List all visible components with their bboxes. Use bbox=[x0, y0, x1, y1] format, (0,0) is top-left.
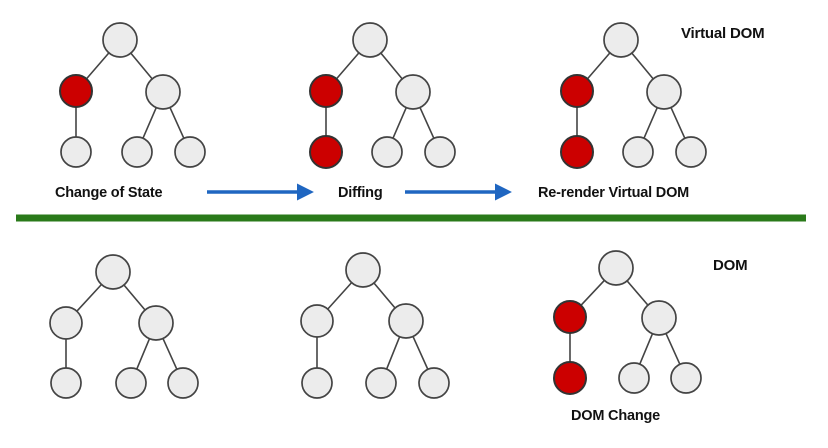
virtual-dom-rerendered-edge-root-right bbox=[630, 51, 655, 81]
dom-initial-node-left-child bbox=[50, 367, 82, 399]
dom-unchanged-edge-root-left bbox=[326, 281, 354, 311]
virtual-dom-diffing-node-right-child-a bbox=[371, 136, 403, 168]
virtual-dom-initial-node-left-highlighted bbox=[59, 74, 93, 108]
virtual-dom-diffing-edge-root-left bbox=[334, 51, 361, 81]
virtual-dom-diffing-edge-right-right-child-a bbox=[391, 105, 408, 140]
virtual-dom-initial-node-left-child bbox=[60, 136, 92, 168]
virtual-dom-rerendered-edge-right-right-child-b bbox=[669, 105, 687, 141]
label-dom-change: DOM Change bbox=[571, 408, 661, 424]
dom-initial-node-right-child-b bbox=[167, 367, 199, 399]
virtual-dom-rerendered-edge-root-left bbox=[585, 51, 612, 81]
dom-unchanged-edge-right-right-child-a bbox=[385, 335, 401, 371]
dom-changed-node-right-child-a bbox=[618, 362, 650, 394]
dom-changed-node-left-child-highlighted bbox=[553, 361, 587, 395]
dom-unchanged-node-root bbox=[345, 252, 381, 288]
virtual-dom-diffing-node-right bbox=[395, 74, 431, 110]
virtual-dom-initial-edge-right-right-child-a bbox=[141, 105, 158, 140]
dom-changed-node-right bbox=[641, 300, 677, 336]
dom-initial-node-right-child-a bbox=[115, 367, 147, 399]
dom-initial-edge-right-right-child-b bbox=[161, 336, 179, 372]
virtual-dom-initial-edge-root-left bbox=[84, 51, 111, 81]
dom-initial-node-root bbox=[95, 254, 131, 290]
dom-initial-node-right bbox=[138, 305, 174, 341]
step-label-diffing: Diffing bbox=[338, 185, 383, 201]
step-label-change-of-state: Change of State bbox=[55, 185, 163, 201]
dom-unchanged-node-left-child bbox=[301, 367, 333, 399]
virtual-dom-initial-node-right-child-b bbox=[174, 136, 206, 168]
dom-initial-edge-root-right bbox=[122, 283, 147, 312]
virtual-dom-rerendered-node-right-child-a bbox=[622, 136, 654, 168]
dom-changed-node-root bbox=[598, 250, 634, 286]
dom-initial-node-left bbox=[49, 306, 83, 340]
dom-changed-edge-root-left bbox=[579, 278, 606, 307]
dom-unchanged-node-right bbox=[388, 303, 424, 339]
virtual-dom-rerendered-node-left-child-highlighted bbox=[560, 135, 594, 169]
dom-unchanged-node-right-child-a bbox=[365, 367, 397, 399]
tree-nodes-layer bbox=[49, 22, 707, 399]
dom-initial-edge-right-right-child-a bbox=[135, 336, 151, 371]
virtual-dom-diffing-node-left-highlighted bbox=[309, 74, 343, 108]
virtual-dom-diffing-node-left-child-highlighted bbox=[309, 135, 343, 169]
virtual-dom-initial-edge-right-right-child-b bbox=[168, 105, 186, 141]
virtual-dom-diffing-node-root bbox=[352, 22, 388, 58]
virtual-dom-initial-node-right-child-a bbox=[121, 136, 153, 168]
virtual-dom-diffing-edge-root-right bbox=[379, 51, 404, 81]
section-title-dom: DOM bbox=[713, 257, 748, 274]
dom-changed-edge-right-right-child-b bbox=[664, 331, 682, 367]
section-title-virtual-dom: Virtual DOM bbox=[681, 25, 765, 42]
virtual-dom-initial-node-root bbox=[102, 22, 138, 58]
tree-edges-layer bbox=[65, 51, 687, 372]
dom-changed-edge-right-right-child-a bbox=[638, 331, 654, 366]
virtual-dom-initial-edge-root-right bbox=[129, 51, 154, 81]
step-label-rerender-virtual-dom: Re-render Virtual DOM bbox=[538, 185, 690, 201]
dom-unchanged-node-right-child-b bbox=[418, 367, 450, 399]
virtual-dom-rerendered-node-right bbox=[646, 74, 682, 110]
dom-changed-node-left-highlighted bbox=[553, 300, 587, 334]
virtual-dom-initial-node-right bbox=[145, 74, 181, 110]
dom-unchanged-node-left bbox=[300, 304, 334, 338]
virtual-dom-diffing-edge-right-right-child-b bbox=[418, 105, 436, 141]
virtual-dom-rerendered-edge-right-right-child-a bbox=[642, 105, 659, 140]
dom-initial-edge-root-left bbox=[75, 282, 103, 313]
dom-unchanged-edge-root-right bbox=[372, 281, 397, 310]
virtual-dom-diffing-node-right-child-b bbox=[424, 136, 456, 168]
virtual-dom-rerendered-node-root bbox=[603, 22, 639, 58]
dom-changed-node-right-child-b bbox=[670, 362, 702, 394]
virtual-dom-rerendered-node-left-highlighted bbox=[560, 74, 594, 108]
virtual-dom-rerendered-node-right-child-b bbox=[675, 136, 707, 168]
dom-changed-edge-root-right bbox=[625, 279, 650, 307]
dom-unchanged-edge-right-right-child-b bbox=[411, 334, 430, 372]
